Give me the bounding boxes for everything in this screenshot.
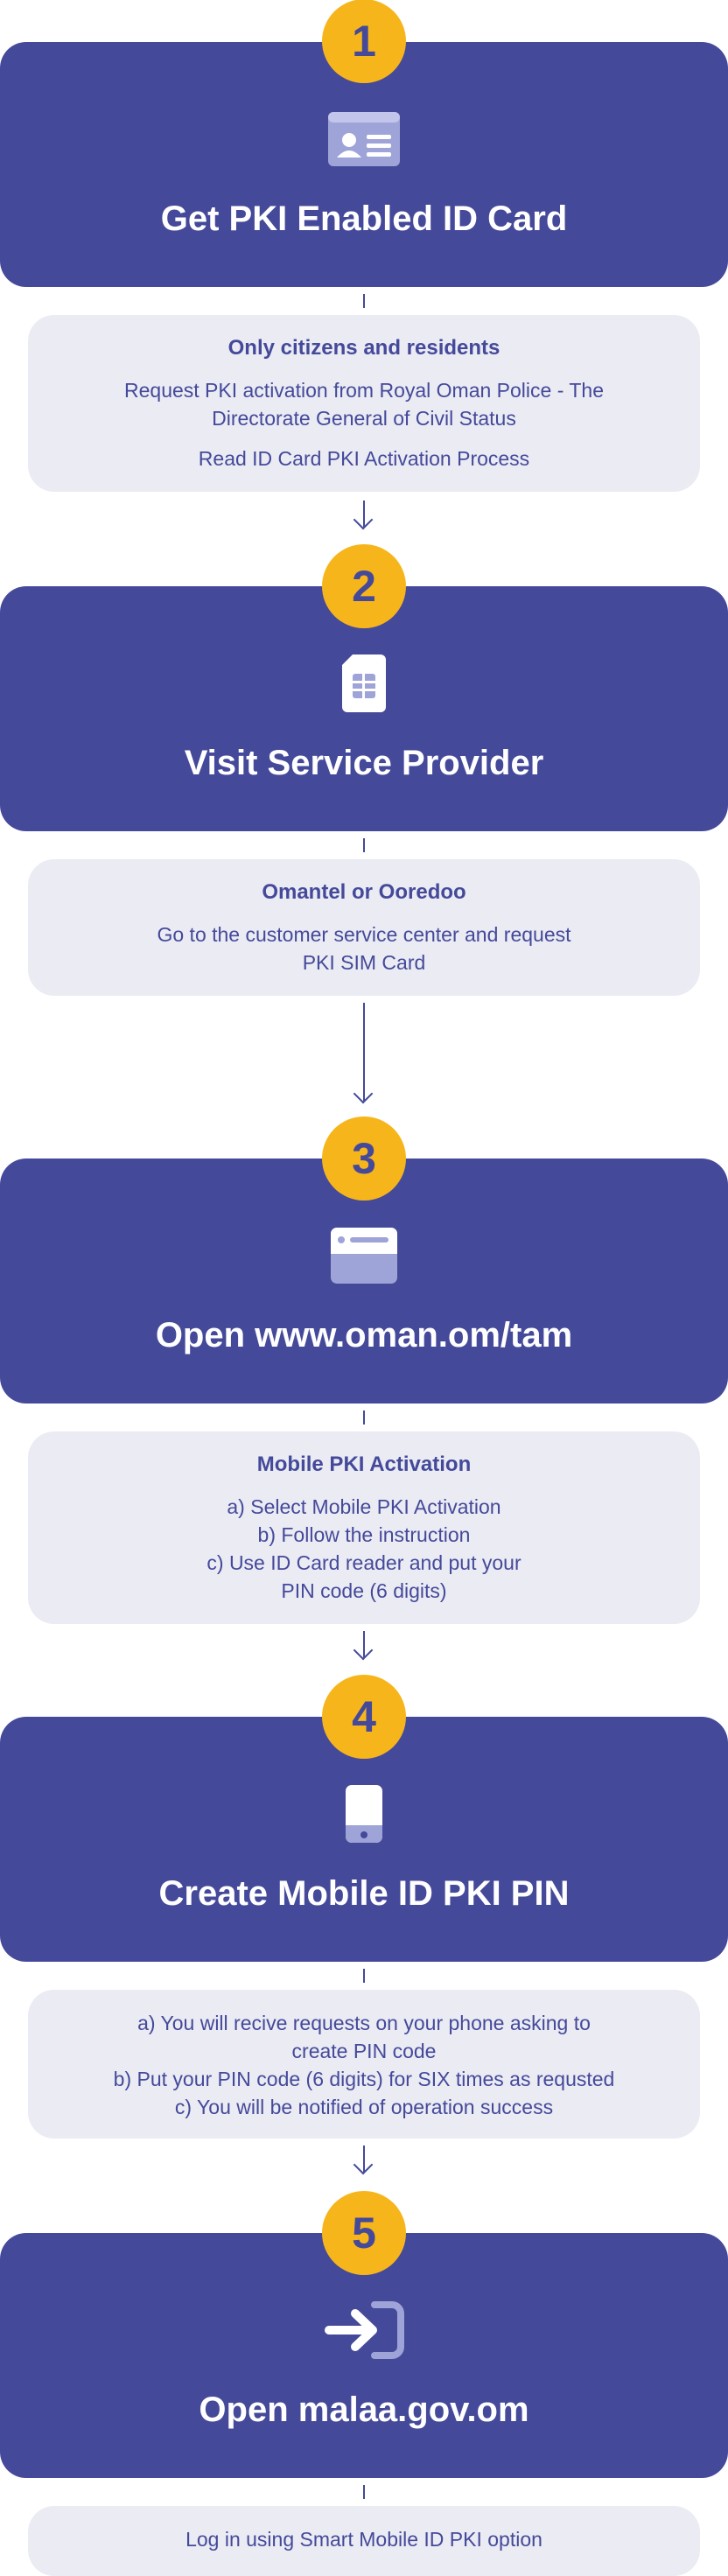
- connector-line: [363, 1969, 365, 1983]
- connector-line: [363, 2146, 365, 2172]
- arrow-down-icon: [353, 1083, 374, 1104]
- step-3-card: Open www.oman.om/tam: [0, 1158, 728, 1404]
- connector-line: [363, 2485, 365, 2499]
- step-1-info-text-line: Request PKI activation from Royal Oman P…: [124, 379, 604, 402]
- step-3-badge: 3: [322, 1116, 406, 1200]
- arrow-down-icon: [353, 509, 374, 530]
- browser-window-icon: [320, 1225, 408, 1286]
- connector-line: [363, 1410, 365, 1424]
- step-3-info-text-line: a) Select Mobile PKI Activation: [227, 1495, 501, 1518]
- mobile-phone-icon: [320, 1783, 408, 1844]
- step-4-info-text-line: create PIN code: [291, 2040, 437, 2062]
- id-card-icon: [320, 108, 408, 170]
- step-2-card: Visit Service Provider: [0, 586, 728, 831]
- step-2-info-text-line: PKI SIM Card: [302, 951, 426, 974]
- step-3-info-card: Mobile PKI Activation a) Select Mobile P…: [28, 1432, 700, 1624]
- step-4-info-card: a) You will recive requests on your phon…: [28, 1990, 700, 2138]
- step-4-title: Create Mobile ID PKI PIN: [158, 1874, 570, 1913]
- step-1-info-heading: Only citizens and residents: [228, 336, 500, 360]
- step-3-info-heading: Mobile PKI Activation: [256, 1452, 472, 1476]
- step-3-info-text-line: b) Follow the instruction: [257, 1523, 471, 1546]
- connector-line: [363, 838, 365, 852]
- id-card-activation-link[interactable]: Read ID Card PKI Activation Process: [198, 447, 530, 470]
- step-3-info-text-line: c) Use ID Card reader and put your: [206, 1551, 522, 1574]
- connector-line: [363, 1631, 365, 1657]
- step-2-info-card: Omantel or Ooredoo Go to the customer se…: [28, 859, 700, 996]
- sim-card-icon: [320, 653, 408, 714]
- step-4-info-text-line: c) You will be notified of operation suc…: [174, 2096, 554, 2118]
- connector-line: [363, 294, 365, 308]
- step-1-info-text-line: Directorate General of Civil Status: [212, 407, 516, 430]
- step-5-info-text-line: Log in using Smart Mobile ID PKI option: [186, 2528, 542, 2551]
- step-2-info-text-line: Go to the customer service center and re…: [157, 923, 571, 946]
- step-4-badge: 4: [322, 1675, 406, 1759]
- step-1-badge: 1: [322, 0, 406, 83]
- connector-line: [363, 1003, 365, 1101]
- step-4-info-text-line: b) Put your PIN code (6 digits) for SIX …: [113, 2068, 615, 2090]
- login-arrow-icon: [320, 2300, 408, 2361]
- arrow-down-icon: [353, 1640, 374, 1661]
- step-4-info-text-line: a) You will recive requests on your phon…: [137, 2012, 591, 2034]
- step-5-badge: 5: [322, 2191, 406, 2275]
- step-5-title: Open malaa.gov.om: [199, 2390, 529, 2429]
- connector-line: [363, 500, 365, 527]
- step-3-info-text-line: PIN code (6 digits): [281, 1579, 447, 1602]
- step-5-info-card: Log in using Smart Mobile ID PKI option: [28, 2506, 700, 2576]
- step-1-title: Get PKI Enabled ID Card: [160, 200, 568, 238]
- step-1-info-card: Only citizens and residents Request PKI …: [28, 315, 700, 492]
- step-3-title: Open www.oman.om/tam: [155, 1316, 573, 1354]
- step-2-info-heading: Omantel or Ooredoo: [262, 880, 466, 904]
- step-2-badge: 2: [322, 544, 406, 628]
- arrow-down-icon: [353, 2154, 374, 2175]
- step-2-title: Visit Service Provider: [184, 744, 544, 782]
